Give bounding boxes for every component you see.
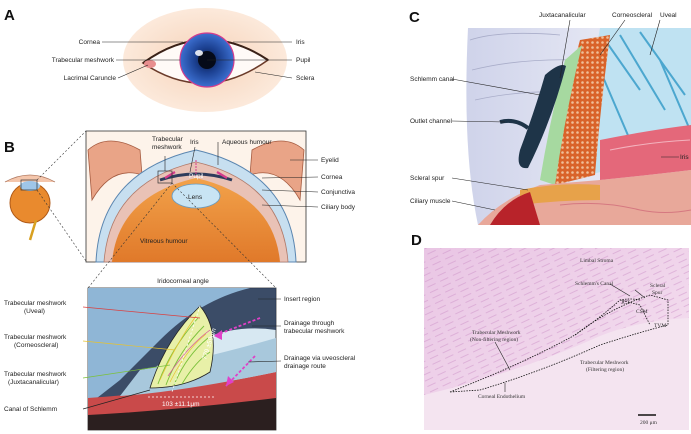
label-insert-region: Insert region <box>284 296 321 303</box>
panel-c-letter: C <box>409 9 420 26</box>
trabecular-marks <box>164 171 228 179</box>
schlemm-canal-shape <box>518 65 566 169</box>
label-tm-juxta-1: Trabecular meshwork <box>4 371 67 378</box>
label-outlet-channel: Outlet channel <box>410 118 452 125</box>
label-aqueous: Aqueous humour <box>222 139 272 146</box>
label-ciliary-muscle: Ciliary muscle <box>410 198 451 205</box>
label-spur: Spur <box>652 290 663 296</box>
label-tm-nonfilter-1: Trabecular Meshwork <box>472 330 521 336</box>
label-tm-uveal-1: Trabecular meshwork <box>4 300 67 307</box>
label-caruncle: Lacrimal Caruncle <box>64 75 117 82</box>
panel-a: A Cornea Trabecular meshwork Lacrimal Ca… <box>4 7 315 112</box>
panel-d-letter: D <box>411 232 422 249</box>
label-tm-filter-2: (Filtering region) <box>586 366 624 373</box>
label-ciliary-body: Ciliary body <box>321 204 356 211</box>
label-limbal-stroma: Limbal Stroma <box>580 258 614 264</box>
label-tm-juxta-2: (Juxtacanalicular) <box>8 379 59 386</box>
panel-b-top: B T <box>4 130 356 263</box>
label-jct: JCT <box>621 300 631 306</box>
label-vitreous: Vitreous humour <box>140 238 188 245</box>
label-trabecular-b-2: meshwork <box>152 144 182 151</box>
label-tvm: TVM <box>654 323 666 329</box>
panel-b-letter: B <box>4 139 15 156</box>
label-tm-uveal-2: (Uveal) <box>24 308 45 315</box>
label-tm-corneo-1: Trabecular meshwork <box>4 334 67 341</box>
label-corneoscleral: Corneoscleral <box>612 12 653 19</box>
label-tm-corneo-2: (Corneoscleral) <box>14 342 58 349</box>
label-conjunctiva: Conjunctiva <box>321 189 355 196</box>
drainage-arrow-uveo <box>225 355 256 387</box>
label-cornea-a: Cornea <box>79 39 101 46</box>
label-canal-schlemm: Canal of Schlemm <box>4 406 57 413</box>
label-iris-b: Iris <box>190 139 199 146</box>
panel-c: C Juxtacanalicular Corneoscleral Uve <box>409 9 691 225</box>
anterior-chamber-d <box>424 318 689 430</box>
label-schlemms-canal: Schlemm's Canal <box>575 281 614 287</box>
juxtacanalicular-region <box>540 45 582 185</box>
label-csm: CSM <box>636 309 648 315</box>
eye-highlight <box>195 50 203 56</box>
label-tm-nonfilter-2: (Non-filtering region) <box>470 336 518 343</box>
panel-d: D Limbal Stroma Schlemm's Canal Scleral … <box>411 232 689 430</box>
label-uveal: Uveal <box>660 12 677 19</box>
outlet-channel-shape <box>499 118 530 130</box>
cornea-inner <box>88 288 250 405</box>
label-iris-c: Iris <box>680 154 689 161</box>
scleral-spur-shape <box>520 184 600 205</box>
iris-c-shape <box>600 125 691 180</box>
measure-horizontal: 103 ±11.1μm <box>162 401 200 408</box>
caruncle-shape <box>144 60 156 68</box>
label-drainage-tm-2: trabecular meshwork <box>284 328 345 335</box>
eyeball-thumbnail <box>4 174 56 241</box>
label-iridocorneal: Iridocorneal angle <box>157 278 209 285</box>
tm-outline <box>449 294 669 393</box>
vitreous-body <box>112 178 280 262</box>
label-juxtacanalicular: Juxtacanalicular <box>539 12 586 19</box>
label-eyelid: Eyelid <box>321 157 339 164</box>
label-tm-filter-1: Trabecular Meshwork <box>580 360 629 366</box>
label-scleral: Scleral <box>650 283 666 289</box>
ciliary-muscle-shape <box>490 192 540 225</box>
label-cornea-b: Cornea <box>321 174 343 181</box>
label-drainage-uveo-2: drainage route <box>284 363 326 370</box>
label-trabecular-a: Trabecular meshwork <box>52 57 115 64</box>
lens-shape <box>171 183 221 209</box>
vertical-measure-line <box>171 305 201 393</box>
label-pupil-b: Pupil <box>189 173 204 180</box>
label-corneal-endothelium: Corneal Endothelium <box>478 394 526 400</box>
label-iris-a: Iris <box>296 39 305 46</box>
label-drainage-tm-1: Drainage through <box>284 320 335 327</box>
label-trabecular-b-1: Trabecular <box>152 136 184 143</box>
iris-root <box>88 398 276 430</box>
label-scale: 200 μm <box>640 420 658 426</box>
label-sclera-a: Sclera <box>296 75 315 82</box>
label-drainage-uveo-1: Drainage via uveoscleral <box>284 355 356 362</box>
panel-a-letter: A <box>4 7 15 24</box>
label-schlemm-canal: Schlemm canal <box>410 76 455 83</box>
label-pupil-a: Pupil <box>296 57 311 64</box>
panel-b-bottom: Iridocorneal angle 779 ±59μm 103 ±11.1μm <box>4 182 356 431</box>
label-lens: Lens <box>188 194 203 201</box>
label-scleral-spur: Scleral spur <box>410 175 445 182</box>
